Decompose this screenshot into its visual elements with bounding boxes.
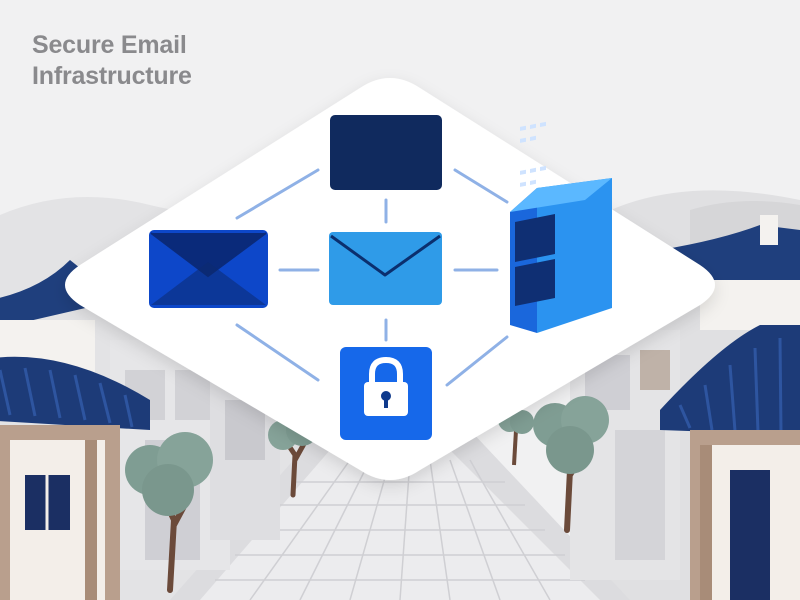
street (170, 430, 630, 600)
connector-top-left (235, 168, 320, 220)
connectors (235, 168, 509, 387)
left-house (0, 260, 150, 600)
connector-left-lock (235, 323, 320, 382)
title-line-1: Secure Email (32, 31, 187, 59)
envelope-icon (149, 230, 268, 308)
padlock-icon (340, 347, 432, 440)
server-icon (510, 121, 612, 333)
top-node-box (330, 115, 442, 190)
tree (498, 408, 534, 466)
connector-top-right (453, 168, 509, 204)
connector-right-lock (445, 335, 509, 387)
right-house (660, 215, 800, 600)
page-title: Secure Email Infrastructure (32, 30, 192, 92)
trees (125, 396, 609, 593)
tree (533, 396, 609, 533)
envelope-icon (329, 232, 442, 305)
title-line-2: Infrastructure (32, 62, 192, 90)
tree (125, 432, 213, 593)
